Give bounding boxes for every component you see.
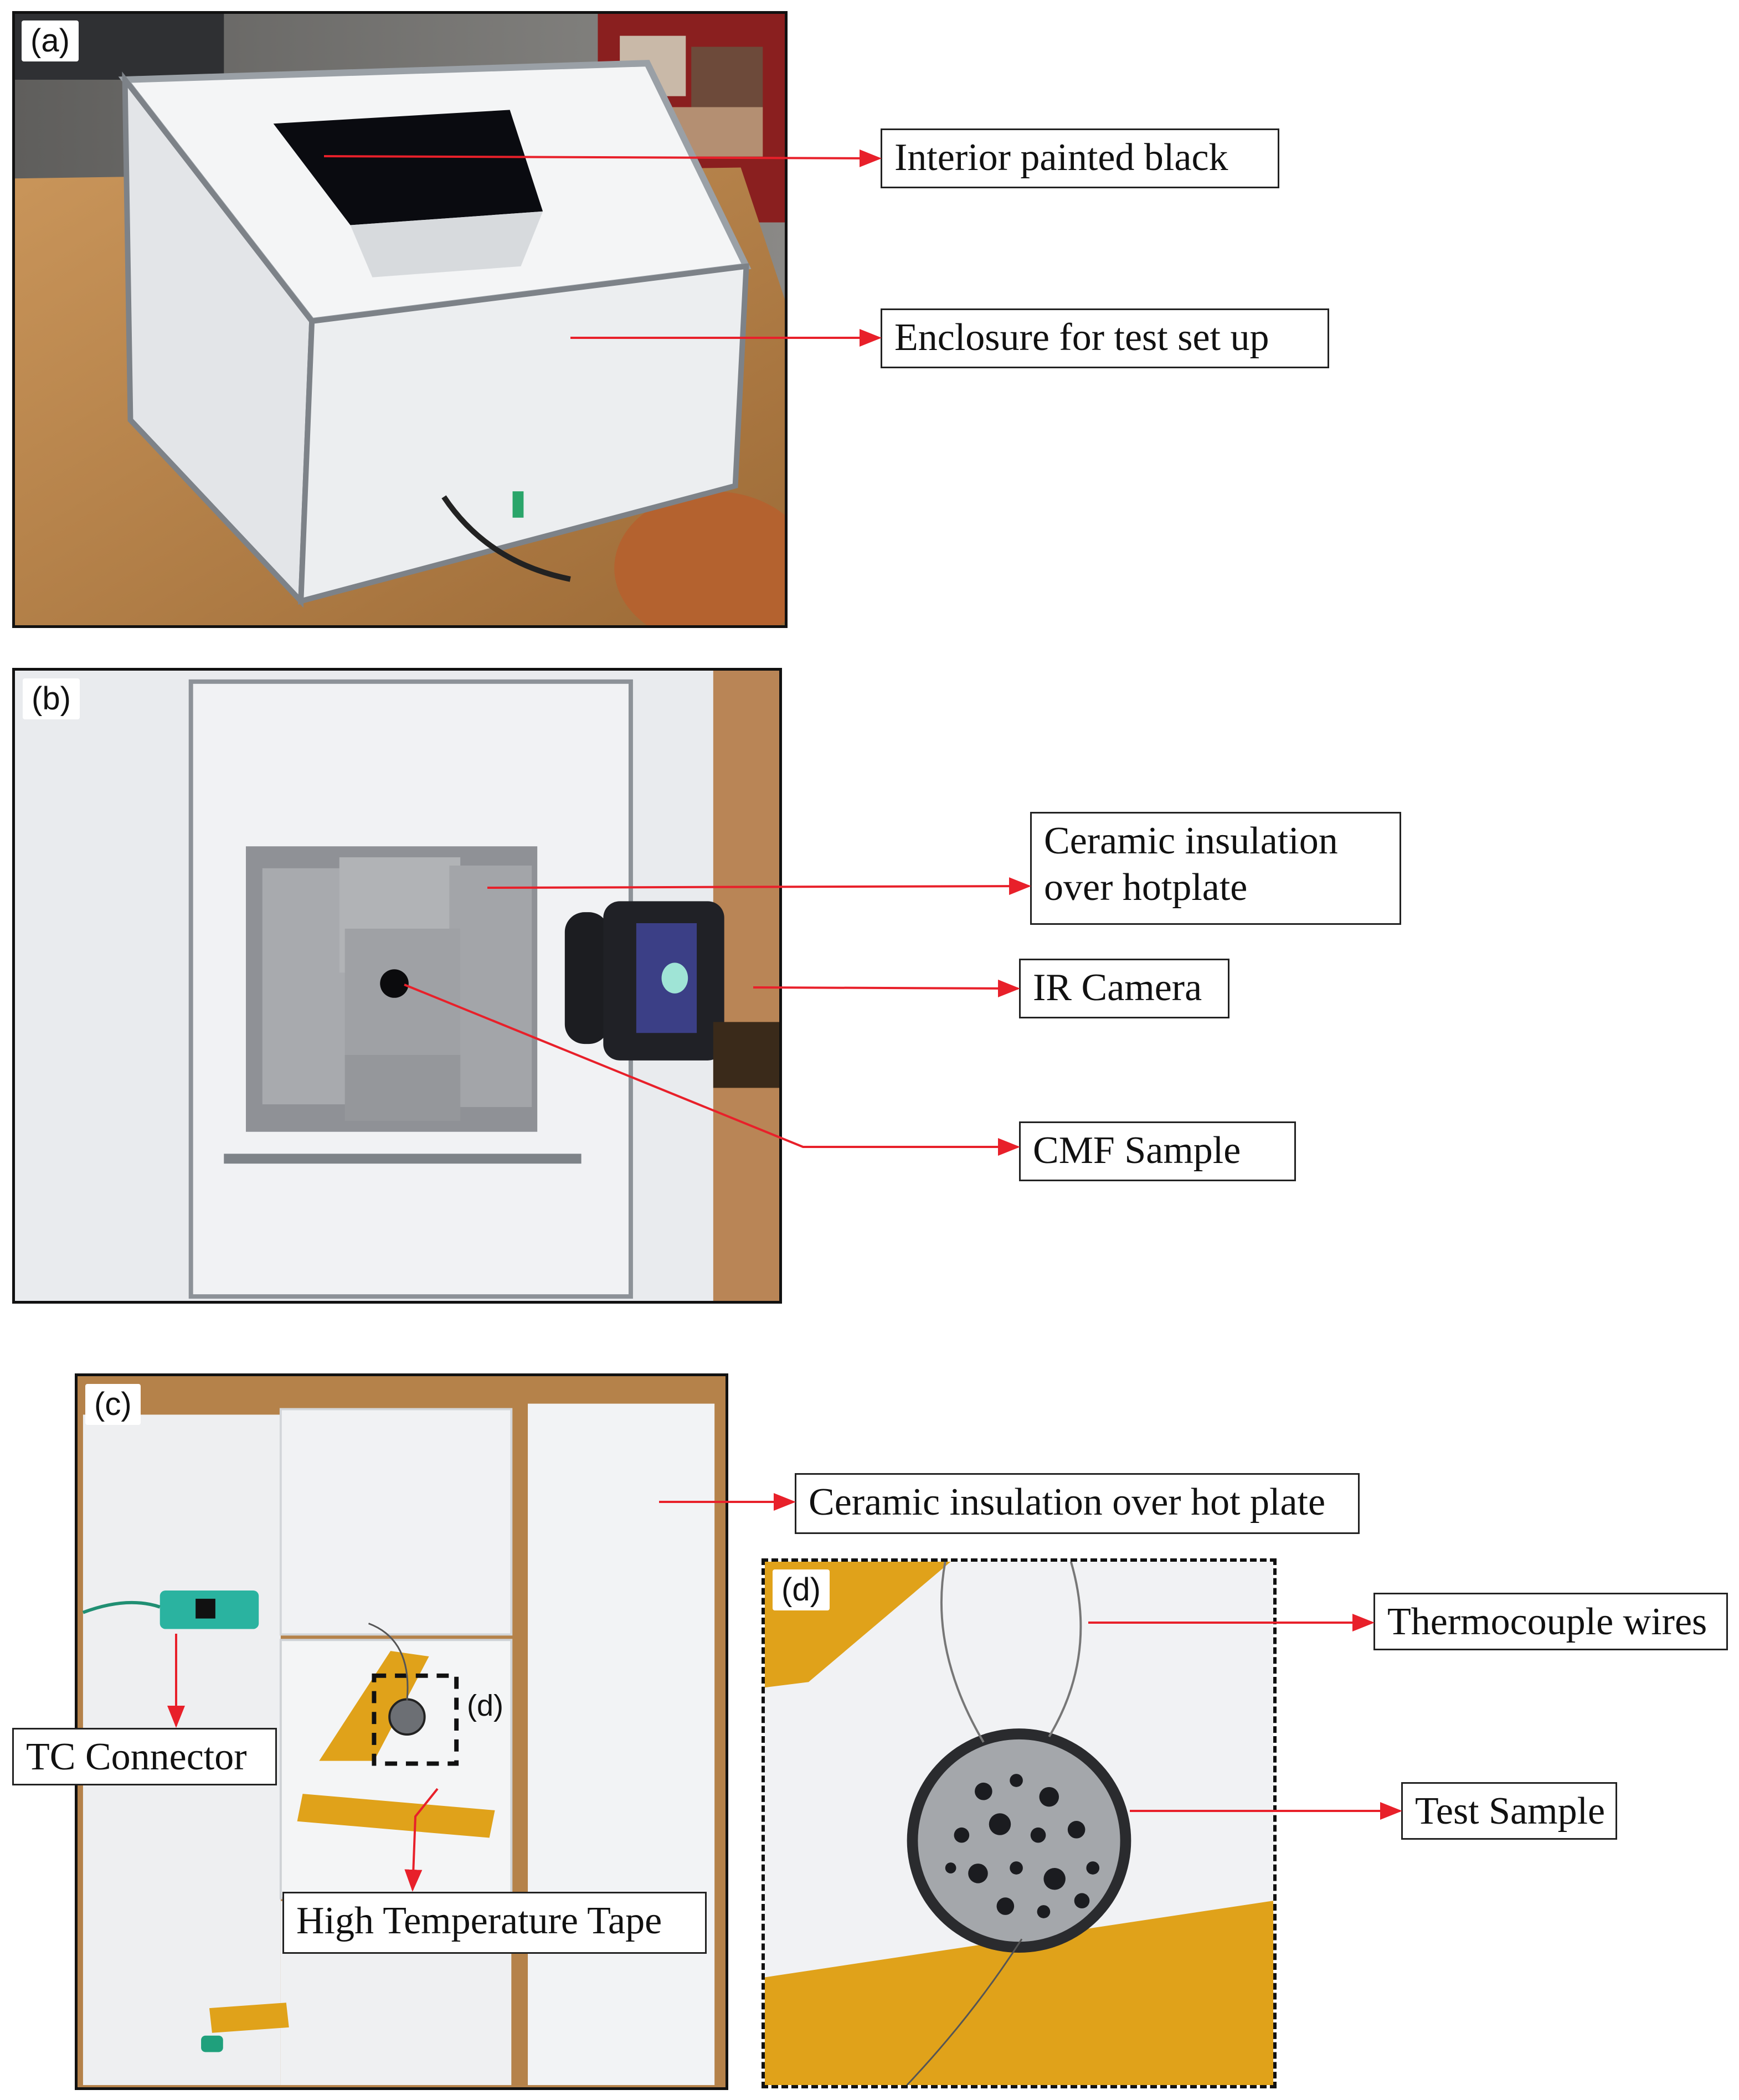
callout-ceramic-insulation-hotplate: Ceramic insulation over hotplate <box>1030 812 1401 925</box>
panel-b-label: (b) <box>23 678 80 719</box>
callout-high-temperature-tape: High Temperature Tape <box>282 1892 707 1954</box>
enclosure-photo <box>15 14 785 625</box>
callout-thermocouple-wires: Thermocouple wires <box>1373 1593 1728 1650</box>
callout-interior-painted-black: Interior painted black <box>881 128 1279 188</box>
inset-d-marker: (d) <box>467 1689 503 1722</box>
sample-layout-photo <box>78 1376 726 2087</box>
callout-ir-camera: IR Camera <box>1019 959 1229 1018</box>
panel-c-label: (c) <box>85 1384 141 1425</box>
panel-b-photo: (b) <box>12 668 782 1304</box>
panel-a-photo: (a) <box>12 11 788 628</box>
panel-d-photo: (d) <box>762 1558 1277 2088</box>
hotplate-setup-photo <box>15 671 779 1301</box>
callout-ceramic-line-1: Ceramic insulation <box>1044 820 1338 862</box>
panel-c-photo: (c) (d) <box>75 1373 728 2090</box>
test-sample-closeup <box>765 1562 1273 2085</box>
callout-tc-connector: TC Connector <box>12 1728 277 1785</box>
panel-a-label: (a) <box>22 20 79 61</box>
leader-ir-camera <box>753 979 1020 997</box>
callout-ceramic-insulation-hot-plate: Ceramic insulation over hot plate <box>795 1473 1360 1534</box>
panel-d-label: (d) <box>773 1569 830 1610</box>
callout-test-sample: Test Sample <box>1401 1782 1617 1840</box>
callout-enclosure: Enclosure for test set up <box>881 308 1329 368</box>
callout-cmf-sample: CMF Sample <box>1019 1121 1296 1181</box>
callout-ceramic-line-2: over hotplate <box>1044 866 1248 909</box>
